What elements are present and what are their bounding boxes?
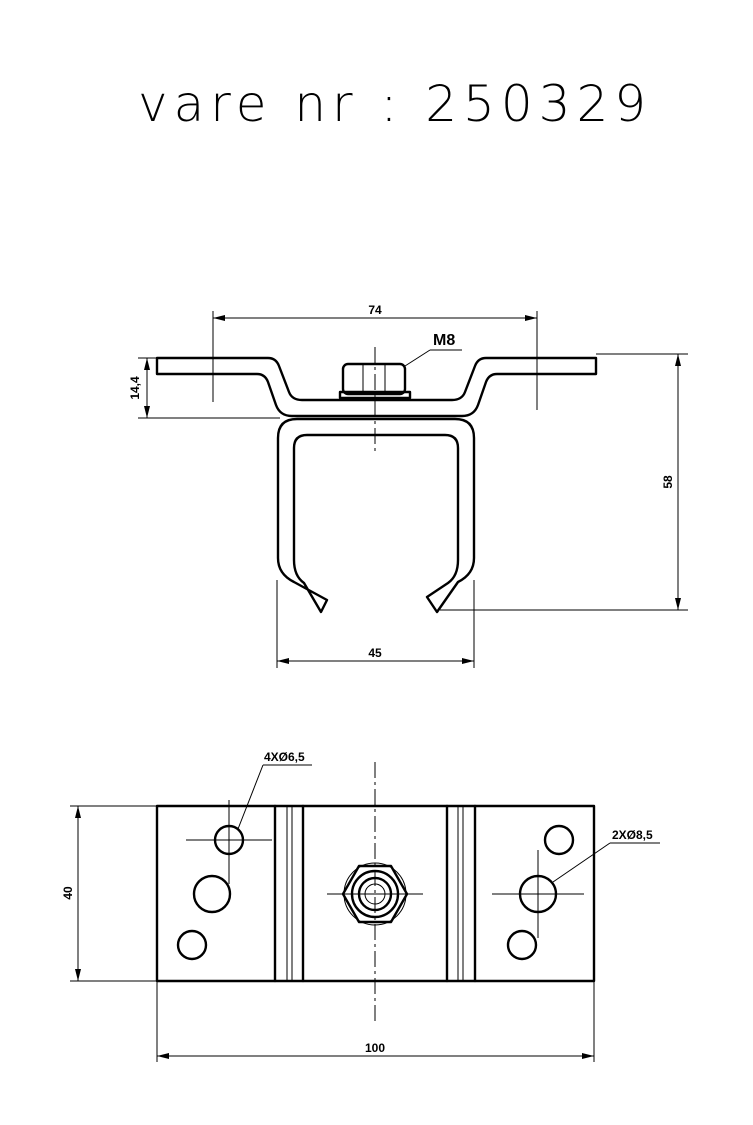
dimension-100: 100 xyxy=(156,981,595,1062)
right-groove xyxy=(445,804,477,983)
large-holes-callout: 2XØ8,5 xyxy=(552,828,660,883)
dimension-45: 45 xyxy=(276,580,475,668)
dimension-14-4: 14,4 xyxy=(128,357,280,419)
dimension-74-label: 74 xyxy=(368,303,382,317)
small-hole xyxy=(176,929,208,961)
part-number-title: vare nr : 250329 xyxy=(138,75,652,133)
dimension-58: 58 xyxy=(440,353,688,611)
top-plate-profile xyxy=(155,356,598,418)
rail-channel-profile xyxy=(276,417,476,614)
small-hole xyxy=(543,824,575,856)
dimension-74: 74 xyxy=(212,303,538,410)
left-groove xyxy=(273,804,305,983)
dimension-40: 40 xyxy=(61,805,157,982)
large-hole xyxy=(192,874,232,914)
large-holes-callout-label: 2XØ8,5 xyxy=(612,828,653,842)
small-holes-callout: 4XØ6,5 xyxy=(237,750,312,830)
dimension-14-4-label: 14,4 xyxy=(128,376,142,400)
top-view: 4XØ6,5 2XØ8,5 40 100 xyxy=(61,750,660,1062)
dimension-100-label: 100 xyxy=(365,1041,385,1055)
small-holes-callout-label: 4XØ6,5 xyxy=(264,750,305,764)
nut-top-view xyxy=(341,862,409,926)
dimension-58-label: 58 xyxy=(661,475,675,489)
dimension-45-label: 45 xyxy=(368,646,382,660)
m8-callout: M8 xyxy=(404,332,462,367)
m8-label: M8 xyxy=(433,332,455,349)
dimension-40-label: 40 xyxy=(61,886,75,900)
front-view: 74 M8 14,4 58 xyxy=(128,303,688,668)
hole-center-marks xyxy=(186,800,584,938)
hex-nut xyxy=(338,362,412,400)
small-hole xyxy=(506,929,538,961)
